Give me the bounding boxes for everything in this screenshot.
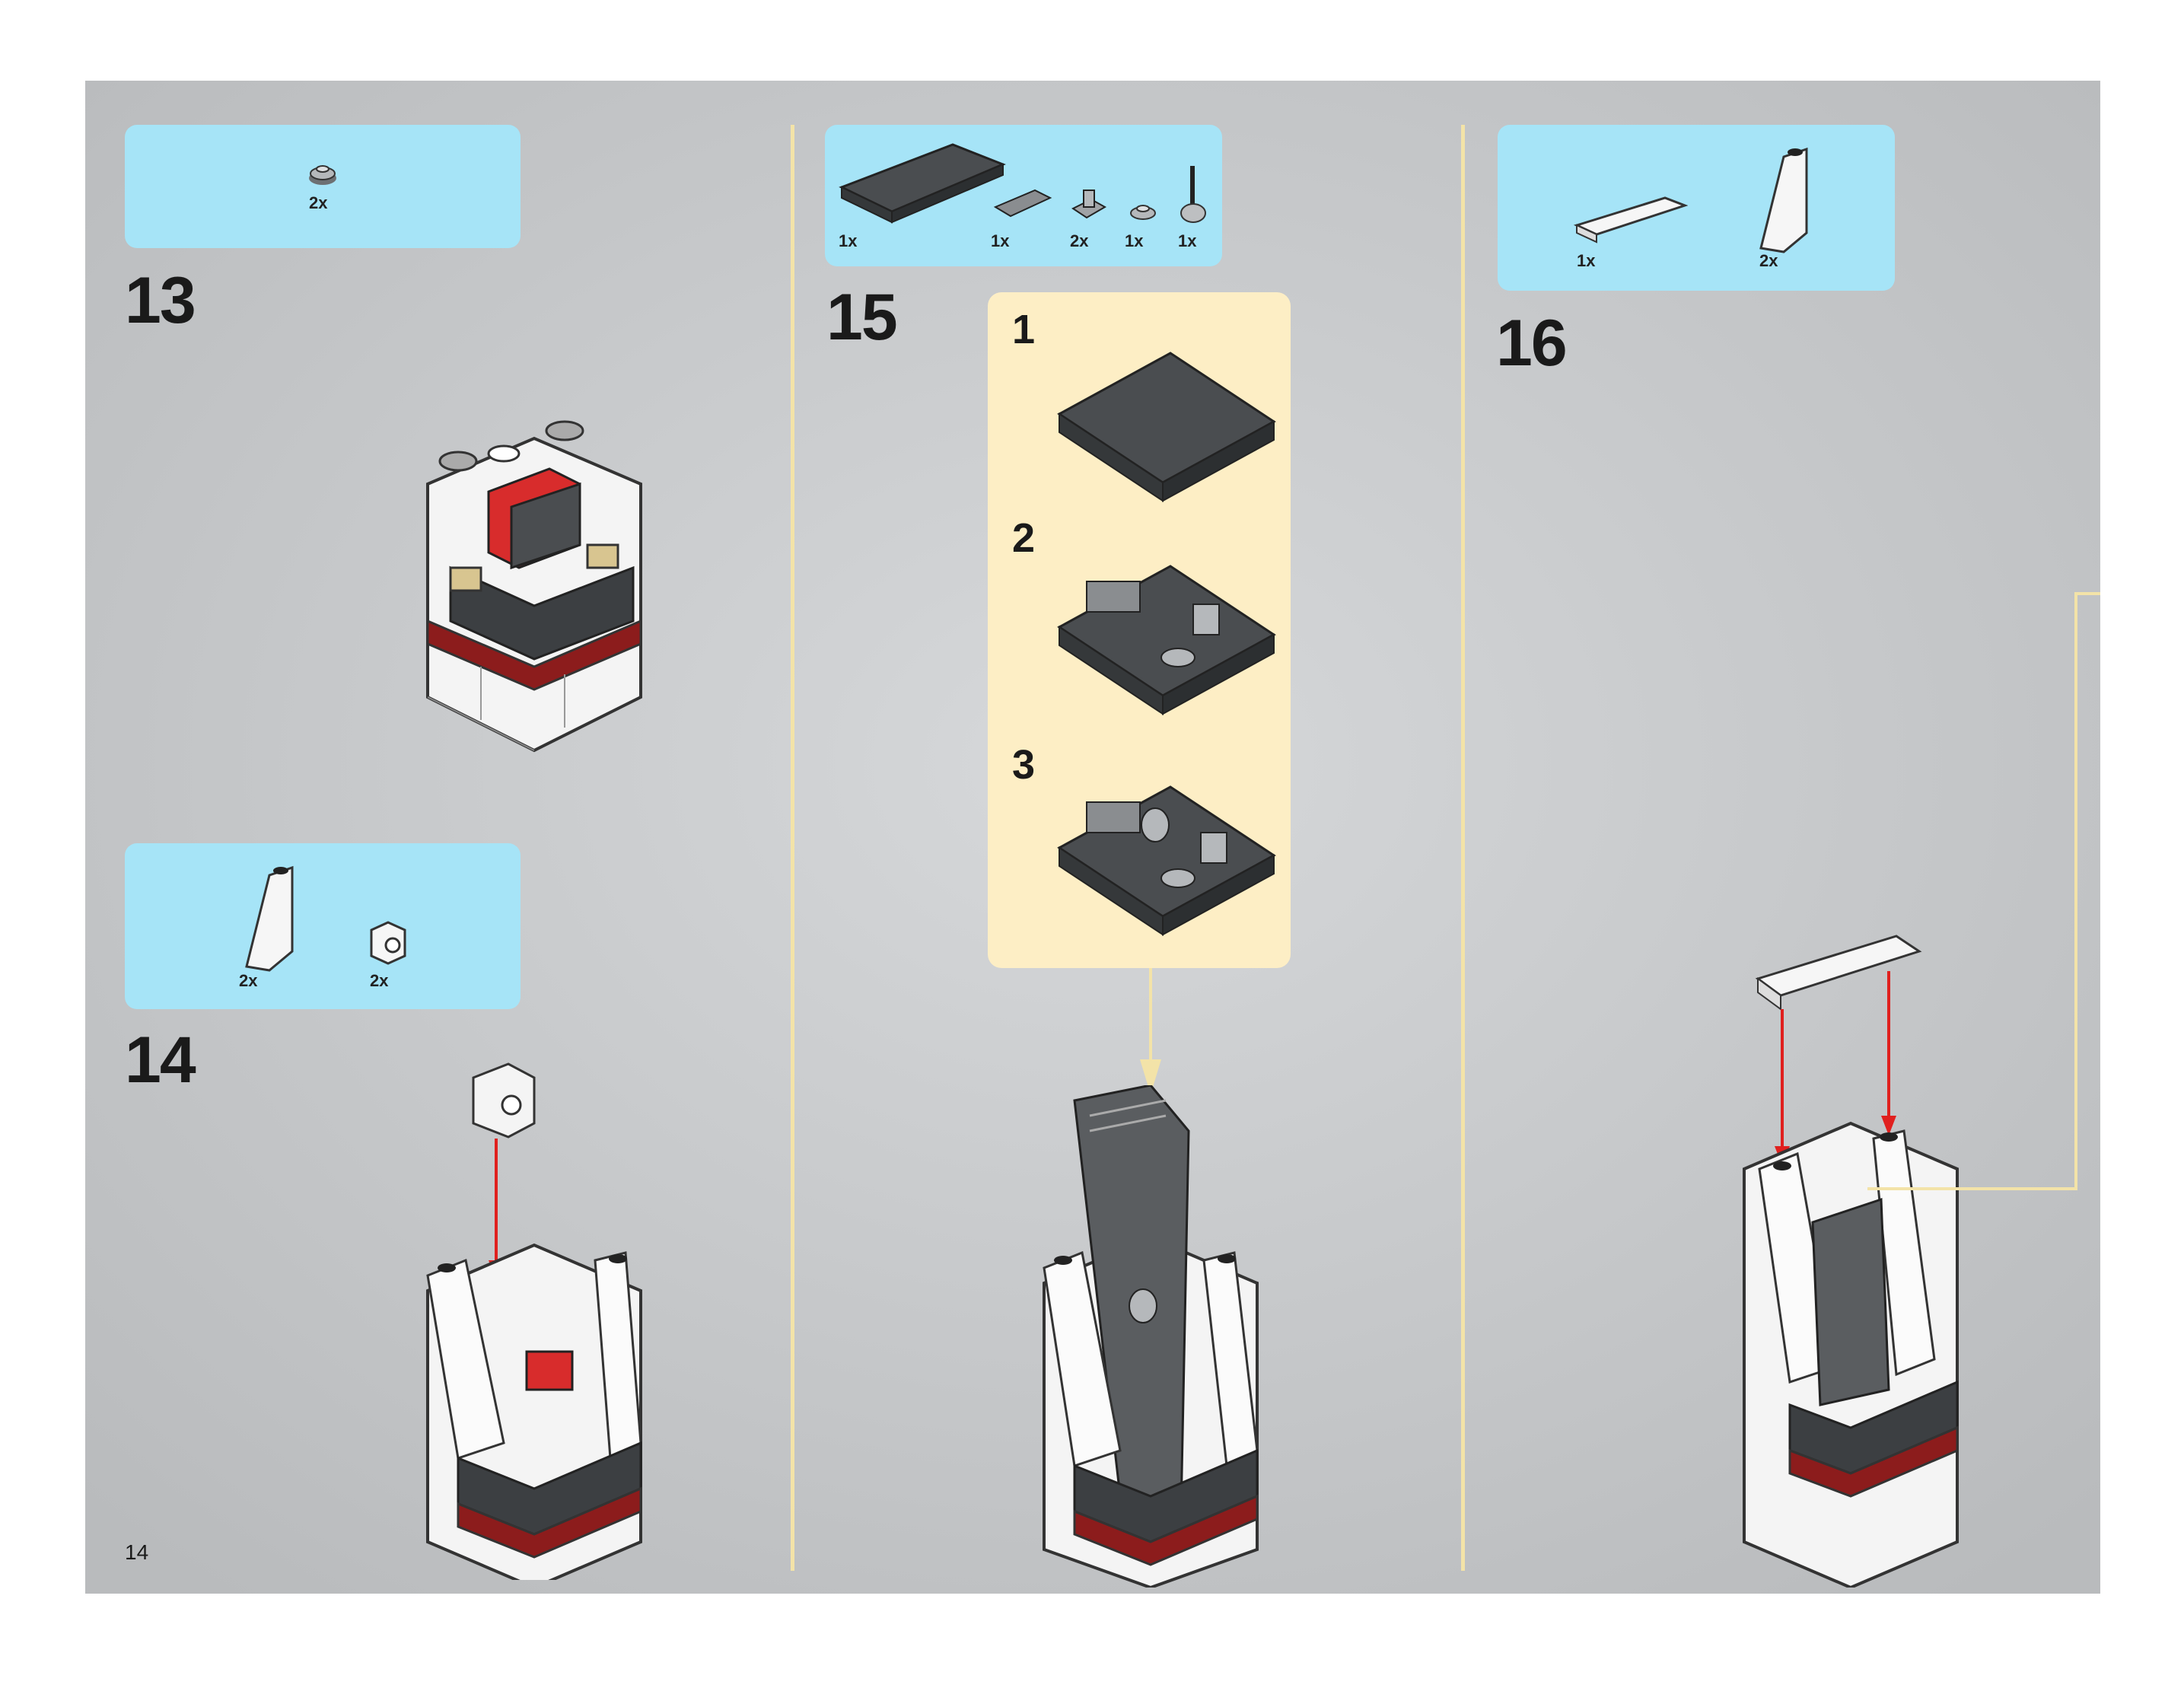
plate-2x6-part-icon — [839, 143, 1006, 224]
callout-leader-line — [1867, 592, 2100, 1190]
parts-callout-step-15: 1x 1x 2x 1x 1x — [825, 125, 1222, 266]
step-number-14: 14 — [125, 1024, 196, 1097]
parts-callout-step-13: 2x — [125, 125, 521, 248]
part-qty: 2x — [370, 971, 389, 990]
step-14-assembly-illustration — [426, 1062, 642, 1580]
instruction-page: 2x 13 2x 2x 14 — [85, 81, 2100, 1594]
slope-brick-part-icon — [245, 865, 294, 972]
part-qty: 1x — [991, 231, 1010, 250]
substep-number-2: 2 — [1012, 515, 1036, 561]
step-13-assembly-illustration — [426, 420, 642, 753]
parts-callout-step-16: 1x 2x — [1498, 125, 1895, 291]
step-15-assembly-illustration — [1043, 1085, 1259, 1588]
page-number: 14 — [125, 1540, 149, 1564]
tile-1x4-part-icon — [1574, 196, 1688, 244]
grille-tile-part-icon — [993, 189, 1052, 218]
lever-part-icon — [1180, 166, 1206, 223]
substep-number-1: 1 — [1012, 307, 1036, 352]
parts-callout-step-14: 2x 2x — [125, 843, 521, 1009]
substep-1-plate-illustration — [1057, 352, 1276, 502]
substep-callout: 1 2 3 — [988, 292, 1291, 968]
column-divider-1 — [791, 125, 794, 1571]
part-qty: 1x — [839, 231, 858, 250]
round-plate-part-icon — [1130, 205, 1156, 220]
step-number-15: 15 — [826, 281, 898, 354]
column-divider-2 — [1461, 125, 1465, 1571]
step-16-assembly-illustration — [1743, 935, 1959, 1588]
substep-number-3: 3 — [1012, 742, 1036, 788]
substep-pointer-arrow — [1140, 968, 1161, 1094]
step-number-16: 16 — [1496, 307, 1568, 380]
slope-brick-part-icon — [1759, 147, 1808, 253]
part-qty: 1x — [1125, 231, 1144, 250]
clip-part-icon — [1071, 190, 1107, 219]
substep-3-plate-illustration — [1057, 785, 1276, 936]
part-qty: 2x — [1070, 231, 1089, 250]
part-qty: 1x — [1178, 231, 1197, 250]
brick-with-hole-part-icon — [370, 921, 406, 965]
substep-2-plate-illustration — [1057, 565, 1276, 715]
step-number-13: 13 — [125, 264, 196, 337]
part-qty: 2x — [1759, 251, 1778, 270]
part-qty: 1x — [1577, 251, 1596, 270]
part-qty: 2x — [239, 971, 258, 990]
part-qty: 2x — [309, 193, 328, 212]
round-plate-part-icon — [309, 165, 336, 185]
